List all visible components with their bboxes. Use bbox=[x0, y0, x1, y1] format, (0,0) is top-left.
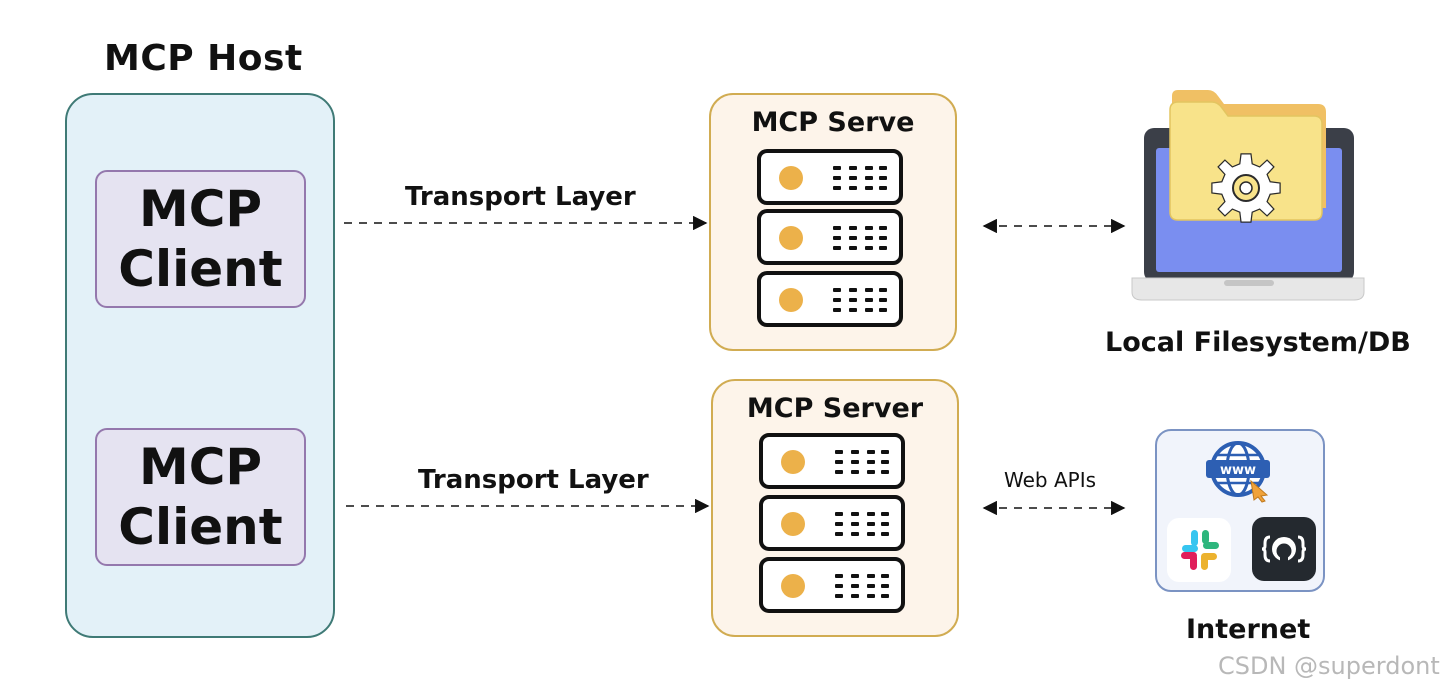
server-1-title: MCP Serve bbox=[751, 107, 915, 138]
server-rack-icon bbox=[757, 209, 903, 265]
mcp-server-1: MCP Serve bbox=[709, 93, 957, 351]
server-2-title: MCP Server bbox=[746, 393, 924, 424]
mcp-client-2: MCP Client bbox=[95, 428, 306, 566]
slack-icon bbox=[1167, 518, 1231, 582]
server-rack-icon bbox=[757, 271, 903, 327]
globe-www-icon: www bbox=[1206, 441, 1270, 503]
watermark-text: CSDN @superdont bbox=[1218, 652, 1440, 680]
web-apis-label: Web APIs bbox=[1004, 468, 1097, 492]
mcp-client-1: MCP Client bbox=[95, 170, 306, 308]
client-1-line2: Client bbox=[118, 240, 283, 298]
server-rack-icon bbox=[759, 557, 905, 613]
server-rack-icon bbox=[759, 433, 905, 489]
server-rack-icon bbox=[757, 149, 903, 205]
local-filesystem-label: Local Filesystem/DB bbox=[1105, 327, 1411, 358]
www-badge-text: www bbox=[1220, 463, 1256, 478]
mcp-server-2: MCP Server bbox=[711, 379, 959, 637]
transport-layer-label-1: Transport Layer bbox=[405, 182, 636, 212]
client-1-line1: MCP bbox=[138, 180, 263, 238]
laptop-folder-gear-icon bbox=[1131, 90, 1365, 301]
server-rack-icon bbox=[759, 495, 905, 551]
transport-layer-label-2: Transport Layer bbox=[418, 465, 649, 495]
client-2-line2: Client bbox=[118, 498, 283, 556]
host-title: MCP Host bbox=[104, 38, 303, 79]
client-2-line1: MCP bbox=[138, 438, 263, 496]
internet-resources-box: www bbox=[1155, 429, 1325, 592]
github-icon bbox=[1252, 517, 1316, 581]
internet-label: Internet bbox=[1186, 614, 1311, 645]
